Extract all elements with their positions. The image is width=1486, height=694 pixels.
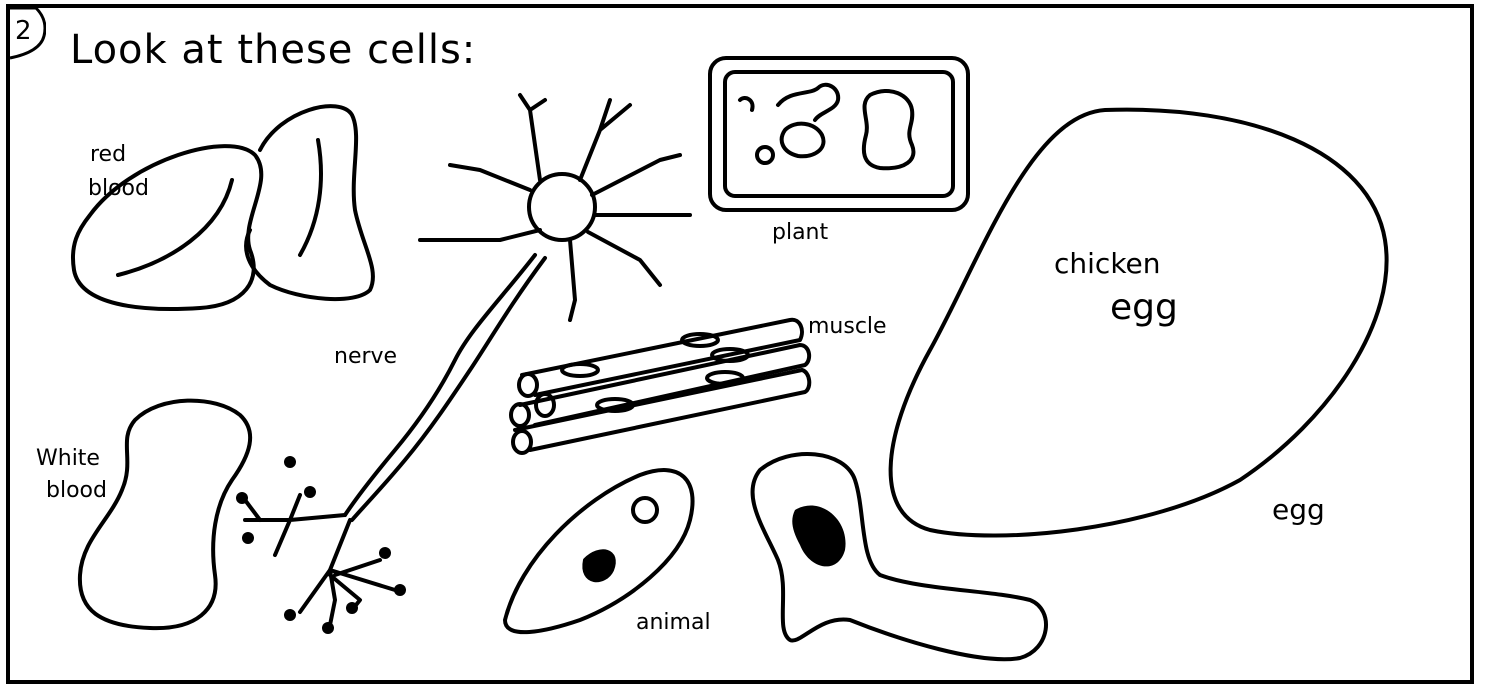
- label-muscle: muscle: [808, 316, 887, 338]
- animal-cell-drawing: [505, 470, 693, 632]
- label-white-blood: blood: [46, 480, 107, 502]
- nerve-cell-drawing: [245, 95, 690, 625]
- muscle-cells-drawing: [511, 320, 809, 453]
- label-animal: animal: [636, 612, 711, 634]
- plant-cell-drawing: [710, 58, 968, 210]
- amoeba-cell-drawing: [753, 454, 1046, 659]
- white-blood-cell-drawing: [80, 401, 250, 629]
- label-chicken-egg: egg: [1110, 290, 1178, 326]
- red-blood-cell-drawing: [73, 106, 373, 309]
- label-egg: egg: [1272, 496, 1325, 524]
- label-white: White: [36, 448, 100, 470]
- nerve-terminal-dots: [236, 456, 406, 634]
- amoeba-nucleus: [792, 506, 845, 567]
- label-nerve: nerve: [334, 346, 397, 368]
- label-red-blood: blood: [88, 178, 149, 200]
- label-chicken: chicken: [1054, 250, 1161, 278]
- label-plant: plant: [772, 222, 828, 244]
- label-red: red: [90, 144, 126, 166]
